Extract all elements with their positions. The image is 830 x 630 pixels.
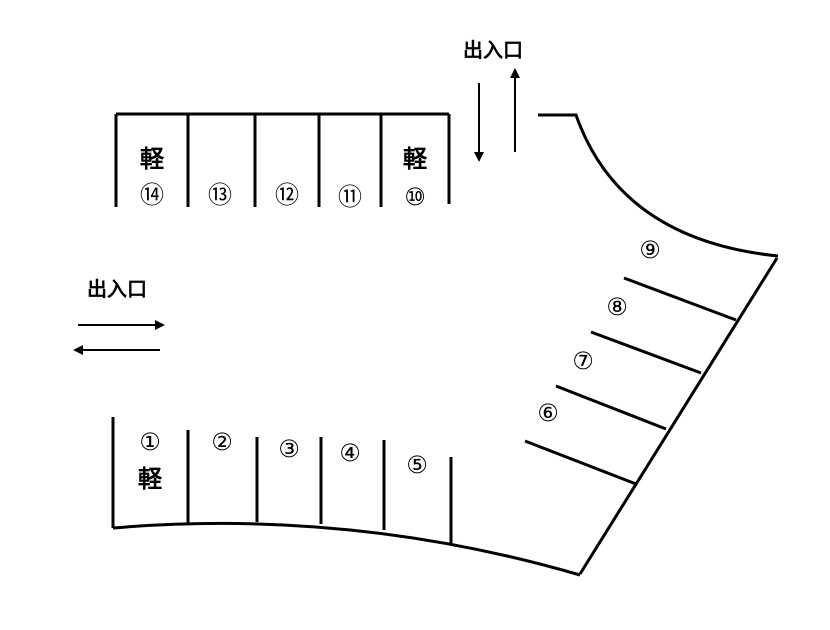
space-number-3: ③ bbox=[278, 435, 300, 463]
bottom-row-stalls bbox=[111, 417, 581, 577]
space-number-1: ① bbox=[139, 428, 161, 456]
top-entrance-label: 出入口 bbox=[463, 38, 523, 62]
kei-label-space-10: 軽 bbox=[403, 145, 428, 173]
stall-divider bbox=[524, 439, 637, 486]
diagonal-stalls bbox=[524, 276, 737, 486]
space-number-9: ⑨ bbox=[639, 236, 661, 264]
right-boundary-line bbox=[578, 257, 779, 575]
left-entrance-label: 出入口 bbox=[87, 277, 147, 301]
stall-divider bbox=[623, 276, 737, 322]
space-number-4: ④ bbox=[339, 439, 361, 467]
bottom-boundary-curve bbox=[112, 521, 581, 577]
stall-divider bbox=[555, 384, 667, 431]
space-number-13: ⑬ bbox=[208, 181, 232, 209]
stall-divider bbox=[590, 330, 702, 375]
kei-label-space-1: 軽 bbox=[138, 465, 163, 493]
space-number-6: ⑥ bbox=[537, 399, 559, 427]
space-number-2: ② bbox=[211, 428, 233, 456]
space-number-5: ⑤ bbox=[406, 451, 428, 479]
space-number-12: ⑫ bbox=[275, 181, 299, 209]
top-row-stalls bbox=[114, 112, 451, 207]
space-number-8: ⑧ bbox=[606, 293, 628, 321]
space-number-11: ⑪ bbox=[338, 183, 362, 211]
kei-label-space-14: 軽 bbox=[140, 145, 165, 173]
space-number-10: ⑩ bbox=[404, 183, 426, 211]
space-number-14: ⑭ bbox=[140, 181, 164, 209]
upper-right-curve bbox=[538, 113, 779, 258]
space-number-7: ⑦ bbox=[572, 347, 594, 375]
